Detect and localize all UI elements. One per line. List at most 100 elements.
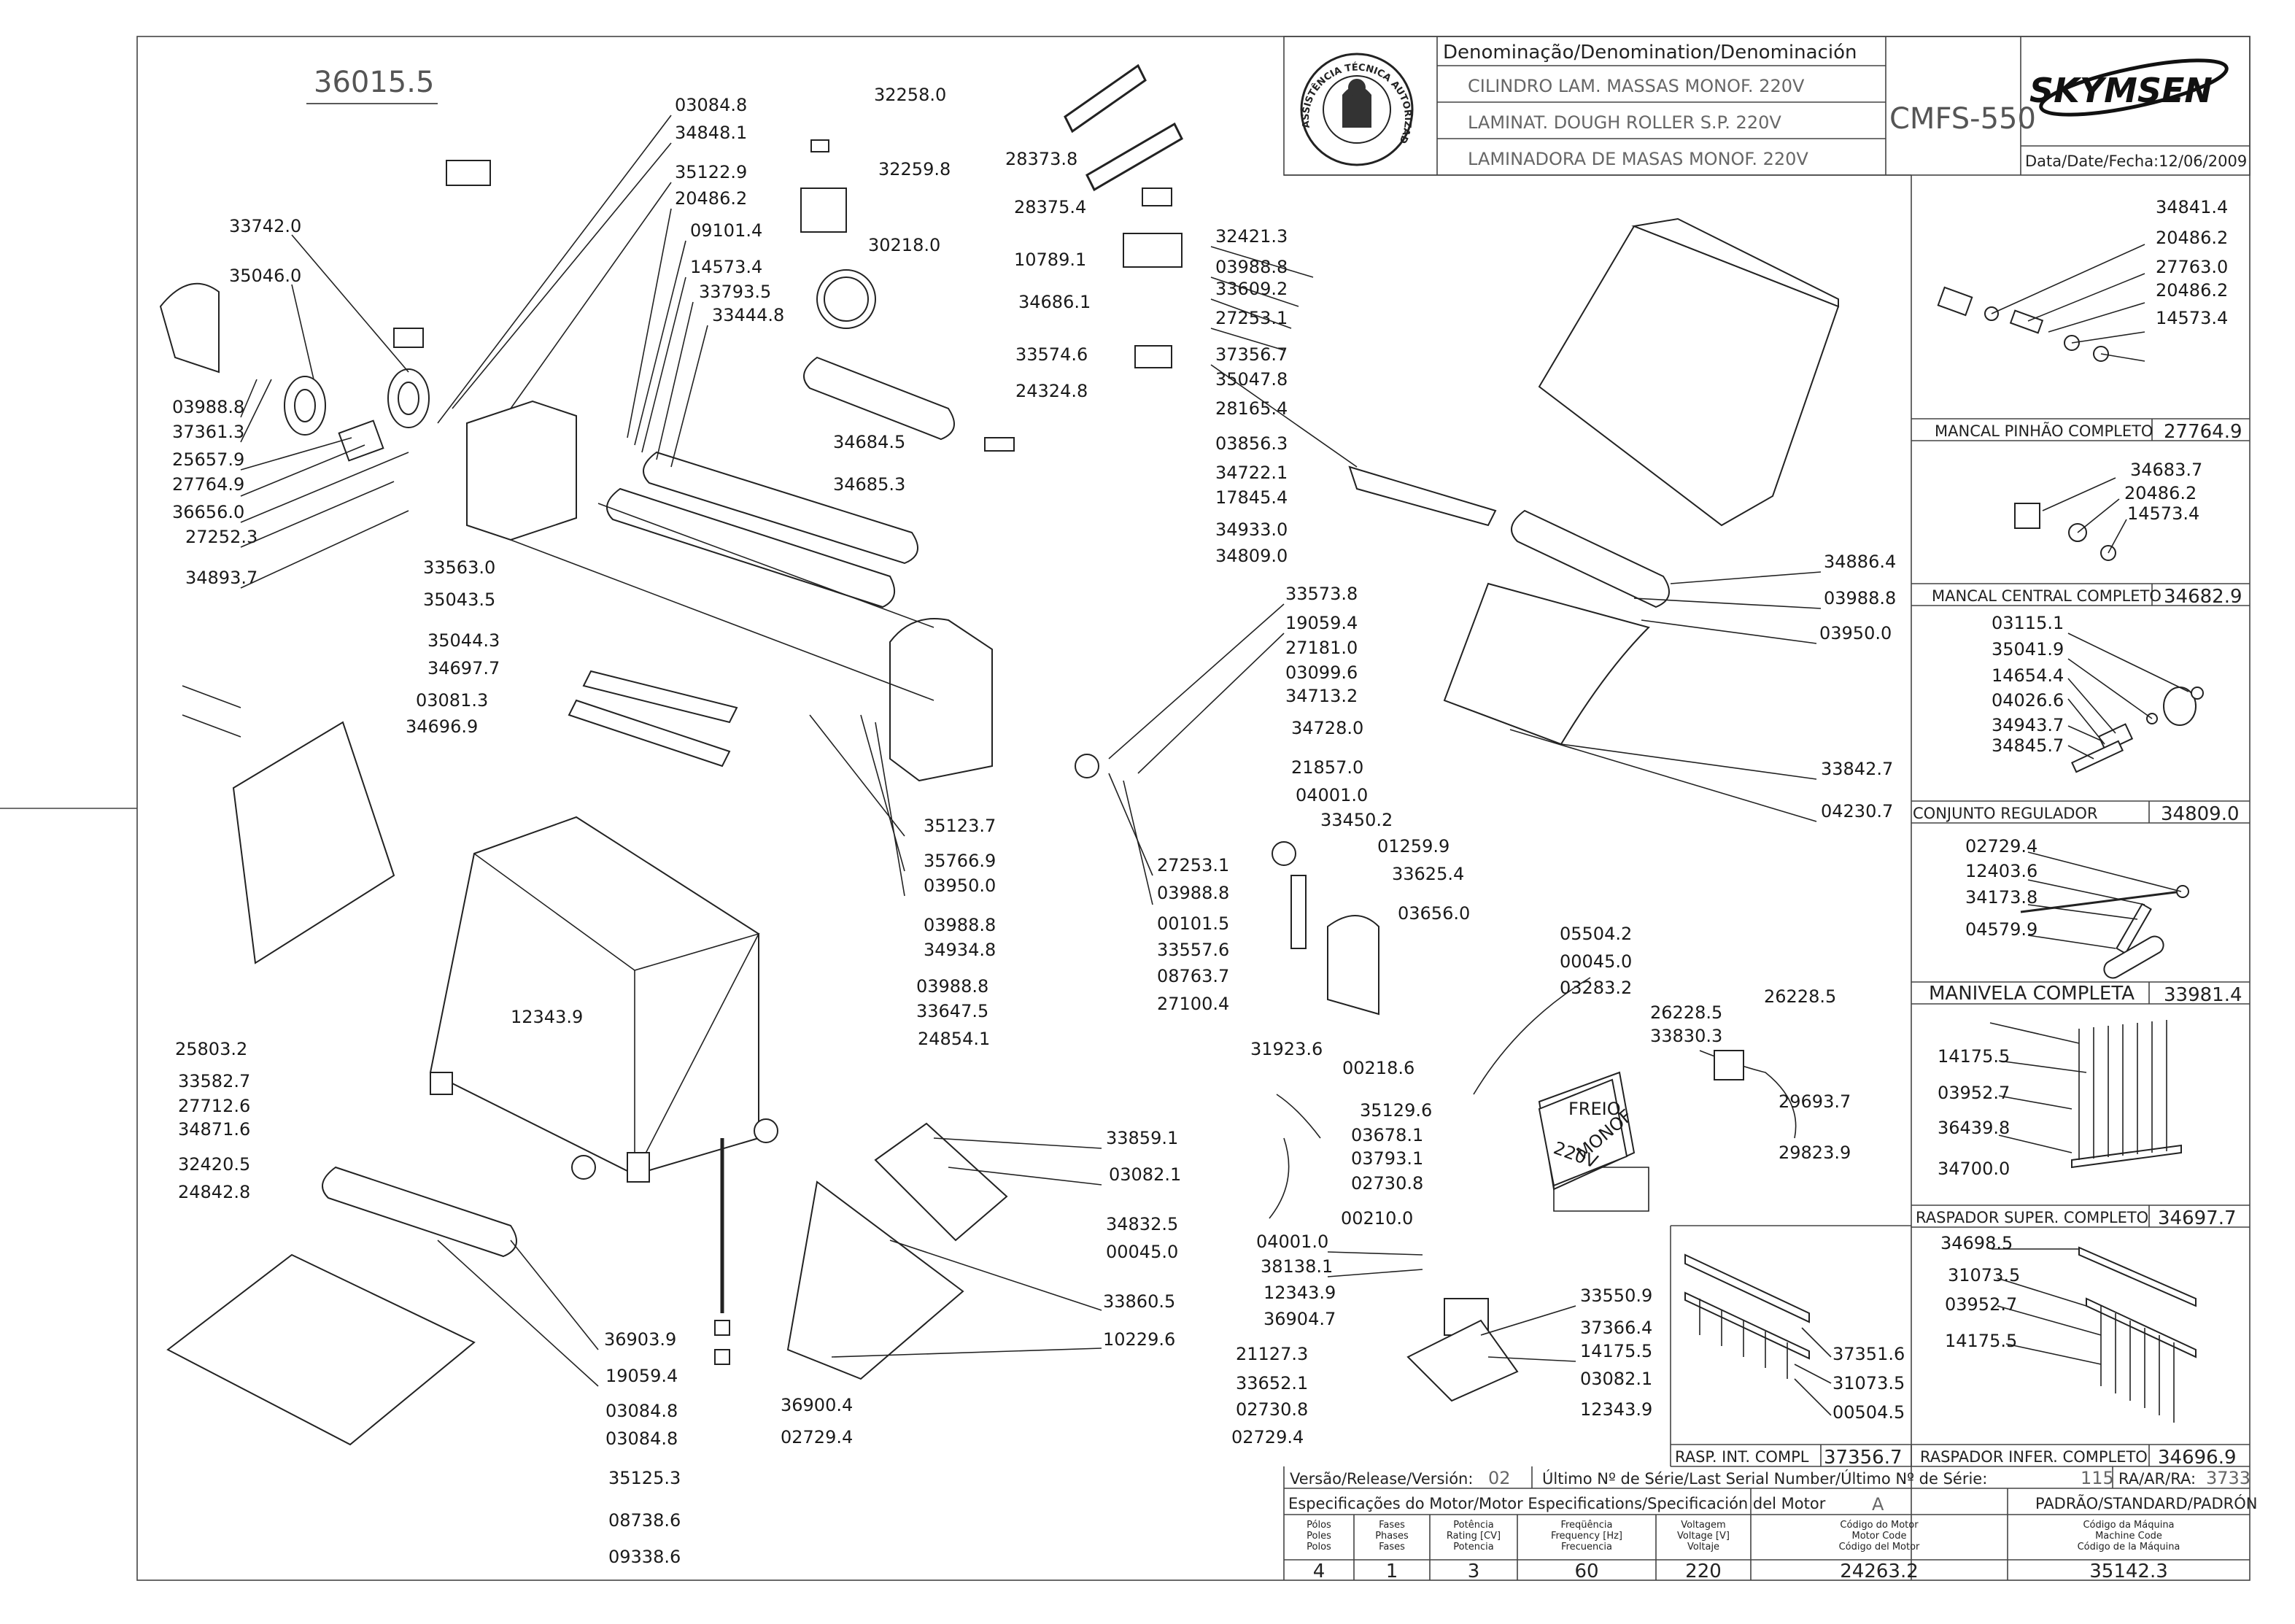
svg-text:Voltagem: Voltagem	[1681, 1520, 1725, 1531]
motor-spec-poles: Pólos Poles Polos 4	[1307, 1520, 1331, 1582]
motor-code: Código do Motor Motor Code Código del Mo…	[1839, 1520, 1920, 1582]
callout: 37351.6	[1832, 1344, 1905, 1364]
callout: 36900.4	[781, 1395, 853, 1415]
subassembly-name: RASPADOR SUPER. COMPLETO	[1916, 1209, 2148, 1226]
callout: 33582.7	[178, 1071, 250, 1091]
subassembly-name: CONJUNTO REGULADOR	[1913, 805, 2098, 822]
callout: 08738.6	[608, 1510, 681, 1531]
callout: 01259.9	[1377, 836, 1450, 857]
date-label: Data/Date/Fecha:12/06/2009	[2025, 152, 2247, 170]
callout: 29823.9	[1779, 1142, 1851, 1163]
callout: 33859.1	[1106, 1128, 1178, 1148]
callout: 34893.7	[185, 568, 258, 588]
callout: 33450.2	[1320, 810, 1393, 830]
callout: 37361.3	[172, 422, 244, 442]
callout: 17845.4	[1215, 487, 1288, 508]
callout: 00210.0	[1341, 1208, 1413, 1229]
callout: 31923.6	[1250, 1039, 1323, 1059]
svg-text:Pólos: Pólos	[1307, 1520, 1331, 1531]
main-part-code: 36015.5	[314, 66, 434, 99]
callout: 33842.7	[1821, 759, 1893, 779]
callout: 03950.0	[1819, 623, 1892, 643]
callout: 34698.5	[1940, 1233, 2013, 1253]
callout: 03793.1	[1351, 1148, 1423, 1169]
callout: 34832.5	[1106, 1214, 1178, 1234]
callout: 26228.5	[1764, 986, 1836, 1007]
callout: 32258.0	[874, 85, 946, 105]
callout: 29693.7	[1779, 1091, 1851, 1112]
callout: 34713.2	[1285, 686, 1358, 706]
callout: 27253.1	[1215, 308, 1288, 328]
callout: 21127.3	[1236, 1344, 1308, 1364]
callout: 12343.9	[1580, 1399, 1652, 1420]
svg-text:Machine Code: Machine Code	[2095, 1531, 2162, 1542]
callout: 03081.3	[416, 690, 488, 711]
callout: 33609.2	[1215, 279, 1288, 299]
callout: 03115.1	[1992, 613, 2064, 633]
callout: 03988.8	[172, 397, 244, 417]
callout: 28373.8	[1005, 149, 1077, 169]
svg-text:35142.3: 35142.3	[2089, 1561, 2168, 1582]
callout: 00218.6	[1342, 1058, 1414, 1078]
callout: 32420.5	[178, 1154, 250, 1175]
callout: 03084.8	[605, 1428, 678, 1449]
callout: 12403.6	[1965, 861, 2037, 881]
callout: 34871.6	[178, 1119, 250, 1140]
callout: 30218.0	[868, 235, 940, 255]
callout: 36439.8	[1938, 1118, 2010, 1138]
callout: 33444.8	[712, 305, 784, 325]
callout: 34685.3	[833, 474, 905, 495]
title-header: Denominação/Denomination/Denominación	[1443, 42, 1857, 63]
skymsen-logo: SKYMSEN	[2029, 58, 2229, 117]
title-name-pt: CILINDRO LAM. MASSAS MONOF. 220V	[1468, 76, 1805, 96]
callout: 03988.8	[1824, 588, 1896, 608]
callout: 33573.8	[1285, 584, 1358, 604]
skypan-logo	[1064, 63, 1183, 192]
callout: 04001.0	[1256, 1231, 1328, 1252]
callout: 27181.0	[1285, 638, 1358, 658]
subassembly-name: MANCAL CENTRAL COMPLETO	[1932, 587, 2162, 605]
callout: 05504.2	[1560, 924, 1632, 944]
callout: 03084.8	[675, 95, 747, 115]
subassembly-code: 34809.0	[2161, 803, 2240, 825]
callout: 14175.5	[1945, 1331, 2017, 1351]
subassembly-code: 34696.9	[2158, 1447, 2237, 1469]
callout: 34841.4	[2156, 197, 2228, 217]
motor-spec-rating: Potência Rating [CV] Potencia 3	[1447, 1520, 1501, 1582]
callout: 34933.0	[1215, 519, 1288, 540]
callout: 03082.1	[1580, 1369, 1652, 1389]
callout: 19059.4	[1285, 613, 1358, 633]
callout: 35046.0	[229, 266, 301, 286]
callout: 36904.7	[1263, 1309, 1336, 1329]
motor-freio-label: FREIO	[1568, 1099, 1621, 1119]
callout: 00504.5	[1832, 1402, 1905, 1423]
callouts: 36015.5 03084.8 34848.1 35122.9 20486.2 …	[172, 66, 1896, 1567]
callout: 34943.7	[1992, 715, 2064, 735]
spec-table: Versão/Release/Versión: 02 Último Nº de …	[1283, 1466, 2258, 1582]
ra-label: RA/AR/RA:	[2118, 1470, 2196, 1488]
callout: 34934.8	[924, 940, 996, 960]
callout: 24324.8	[1015, 381, 1088, 401]
serial-label: Último Nº de Série/Last Serial Number/Úl…	[1542, 1469, 1987, 1488]
callout: 37356.7	[1215, 344, 1288, 365]
svg-text:Rating [CV]: Rating [CV]	[1447, 1531, 1501, 1542]
svg-text:Fases: Fases	[1379, 1542, 1405, 1553]
svg-text:Código del Motor: Código del Motor	[1839, 1542, 1920, 1553]
callout: 28165.4	[1215, 398, 1288, 419]
callout: 35122.9	[675, 162, 747, 182]
callout: 03988.8	[1157, 883, 1229, 903]
callout: 33742.0	[229, 216, 301, 236]
callout: 35123.7	[924, 816, 996, 836]
svg-text:Código de la Máquina: Código de la Máquina	[2078, 1542, 2180, 1553]
callout: 10229.6	[1103, 1329, 1175, 1350]
svg-text:Phases: Phases	[1375, 1531, 1409, 1542]
callout: 34886.4	[1824, 552, 1896, 572]
callout: 14573.4	[690, 257, 762, 277]
callout: 34722.1	[1215, 463, 1288, 483]
callout: 10789.1	[1014, 250, 1086, 270]
svg-text:60: 60	[1574, 1561, 1598, 1582]
callout: 03678.1	[1351, 1125, 1423, 1145]
callout: 33830.3	[1650, 1026, 1722, 1046]
callout: 36903.9	[604, 1329, 676, 1350]
